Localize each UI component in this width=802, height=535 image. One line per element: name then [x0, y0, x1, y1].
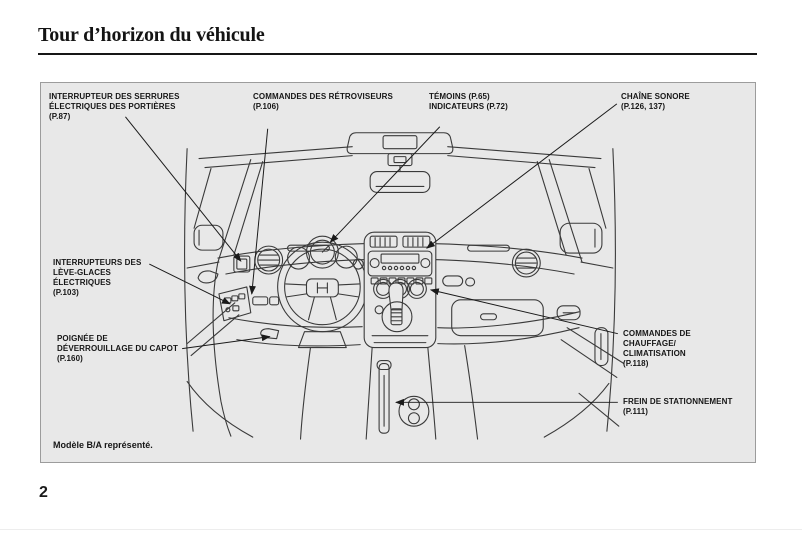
hood-release-lever — [252, 296, 280, 340]
left-door-panel — [186, 261, 240, 437]
diagram-panel: INTERRUPTEUR DES SERRURES ÉLECTRIQUES DE… — [40, 82, 756, 463]
right-door-panel — [556, 305, 625, 427]
label-door-locks: INTERRUPTEUR DES SERRURES ÉLECTRIQUES DE… — [49, 92, 180, 121]
overhead-console — [346, 132, 454, 167]
leader-mirror-controls — [249, 128, 269, 295]
dashboard-lower — [228, 311, 580, 347]
leader-hood-release — [182, 334, 271, 350]
label-mirror-controls: COMMANDES DES RÉTROVISEURS (P.106) — [253, 92, 393, 111]
parking-brake-lever — [376, 359, 392, 434]
model-caption: Modèle B/A représenté. — [53, 440, 153, 450]
glove-box — [442, 275, 544, 337]
gear-shifter — [371, 282, 429, 344]
page-title: Tour d’horizon du véhicule — [38, 24, 265, 46]
roof-lines — [198, 146, 602, 169]
title-rule — [38, 53, 757, 55]
left-air-vent — [254, 245, 284, 275]
door-lock-switch — [233, 255, 251, 273]
leader-climate — [429, 288, 618, 335]
label-parking-brake: FREIN DE STATIONNEMENT (P.111) — [623, 397, 733, 416]
leader-indicators — [329, 126, 441, 243]
dashboard-illustration — [125, 103, 625, 440]
a-pillars — [217, 159, 583, 263]
page-number: 2 — [39, 484, 48, 501]
leader-lines — [125, 103, 618, 406]
audio-head-unit — [367, 250, 433, 285]
label-indicators: TÉMOINS (P.65) INDICATEURS (P.72) — [429, 92, 508, 111]
leader-window-switches — [149, 263, 231, 305]
footer-divider — [0, 529, 802, 530]
label-audio-system: CHAÎNE SONORE (P.126, 137) — [621, 92, 690, 111]
steering-wheel — [277, 241, 383, 349]
side-mirrors — [193, 222, 603, 254]
right-air-vent — [511, 248, 541, 278]
leader-door-locks — [125, 116, 242, 262]
label-window-switches: INTERRUPTEURS DES LÈVE-GLACES ÉLECTRIQUE… — [53, 258, 142, 297]
window-switch-panel — [218, 286, 252, 322]
rearview-mirror — [369, 165, 431, 193]
label-climate-controls: COMMANDES DE CHAUFFAGE/ CLIMATISATION (P… — [623, 329, 691, 368]
center-console — [365, 347, 437, 440]
label-hood-release: POIGNÉE DE DÉVERROUILLAGE DU CAPOT (P.16… — [57, 334, 178, 363]
leader-audio — [426, 103, 618, 249]
door-windows — [184, 148, 616, 432]
floor-lines — [186, 345, 610, 440]
